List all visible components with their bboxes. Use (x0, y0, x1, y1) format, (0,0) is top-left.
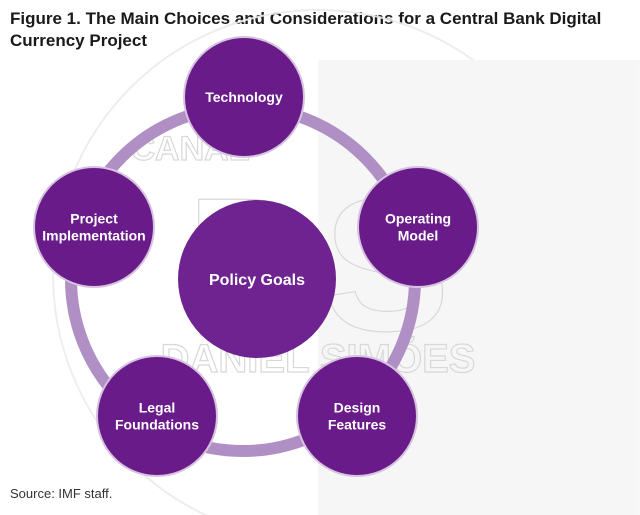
page-title: Figure 1. The Main Choices and Considera… (10, 9, 602, 50)
node-label-line: Design (334, 400, 381, 416)
center-node-label: Policy Goals (209, 272, 305, 289)
node-circle (33, 166, 155, 288)
node-label-line: Foundations (115, 417, 199, 433)
node-label-line: Technology (205, 89, 283, 105)
node-circle (296, 355, 418, 477)
node-label-line: Implementation (42, 228, 145, 244)
node-label-line: Legal (139, 400, 176, 416)
node-label-line: Operating (385, 211, 451, 227)
node-label-line: Model (398, 228, 438, 244)
center-node: Policy Goals (178, 200, 336, 358)
node-circle (357, 166, 479, 288)
node-label-line: Project (70, 211, 118, 227)
node-circle (183, 36, 305, 158)
node-technology: Technology (183, 36, 305, 158)
node-circle (96, 355, 218, 477)
node-label-line: Features (328, 417, 387, 433)
source-note: Source: IMF staff. (10, 486, 113, 501)
